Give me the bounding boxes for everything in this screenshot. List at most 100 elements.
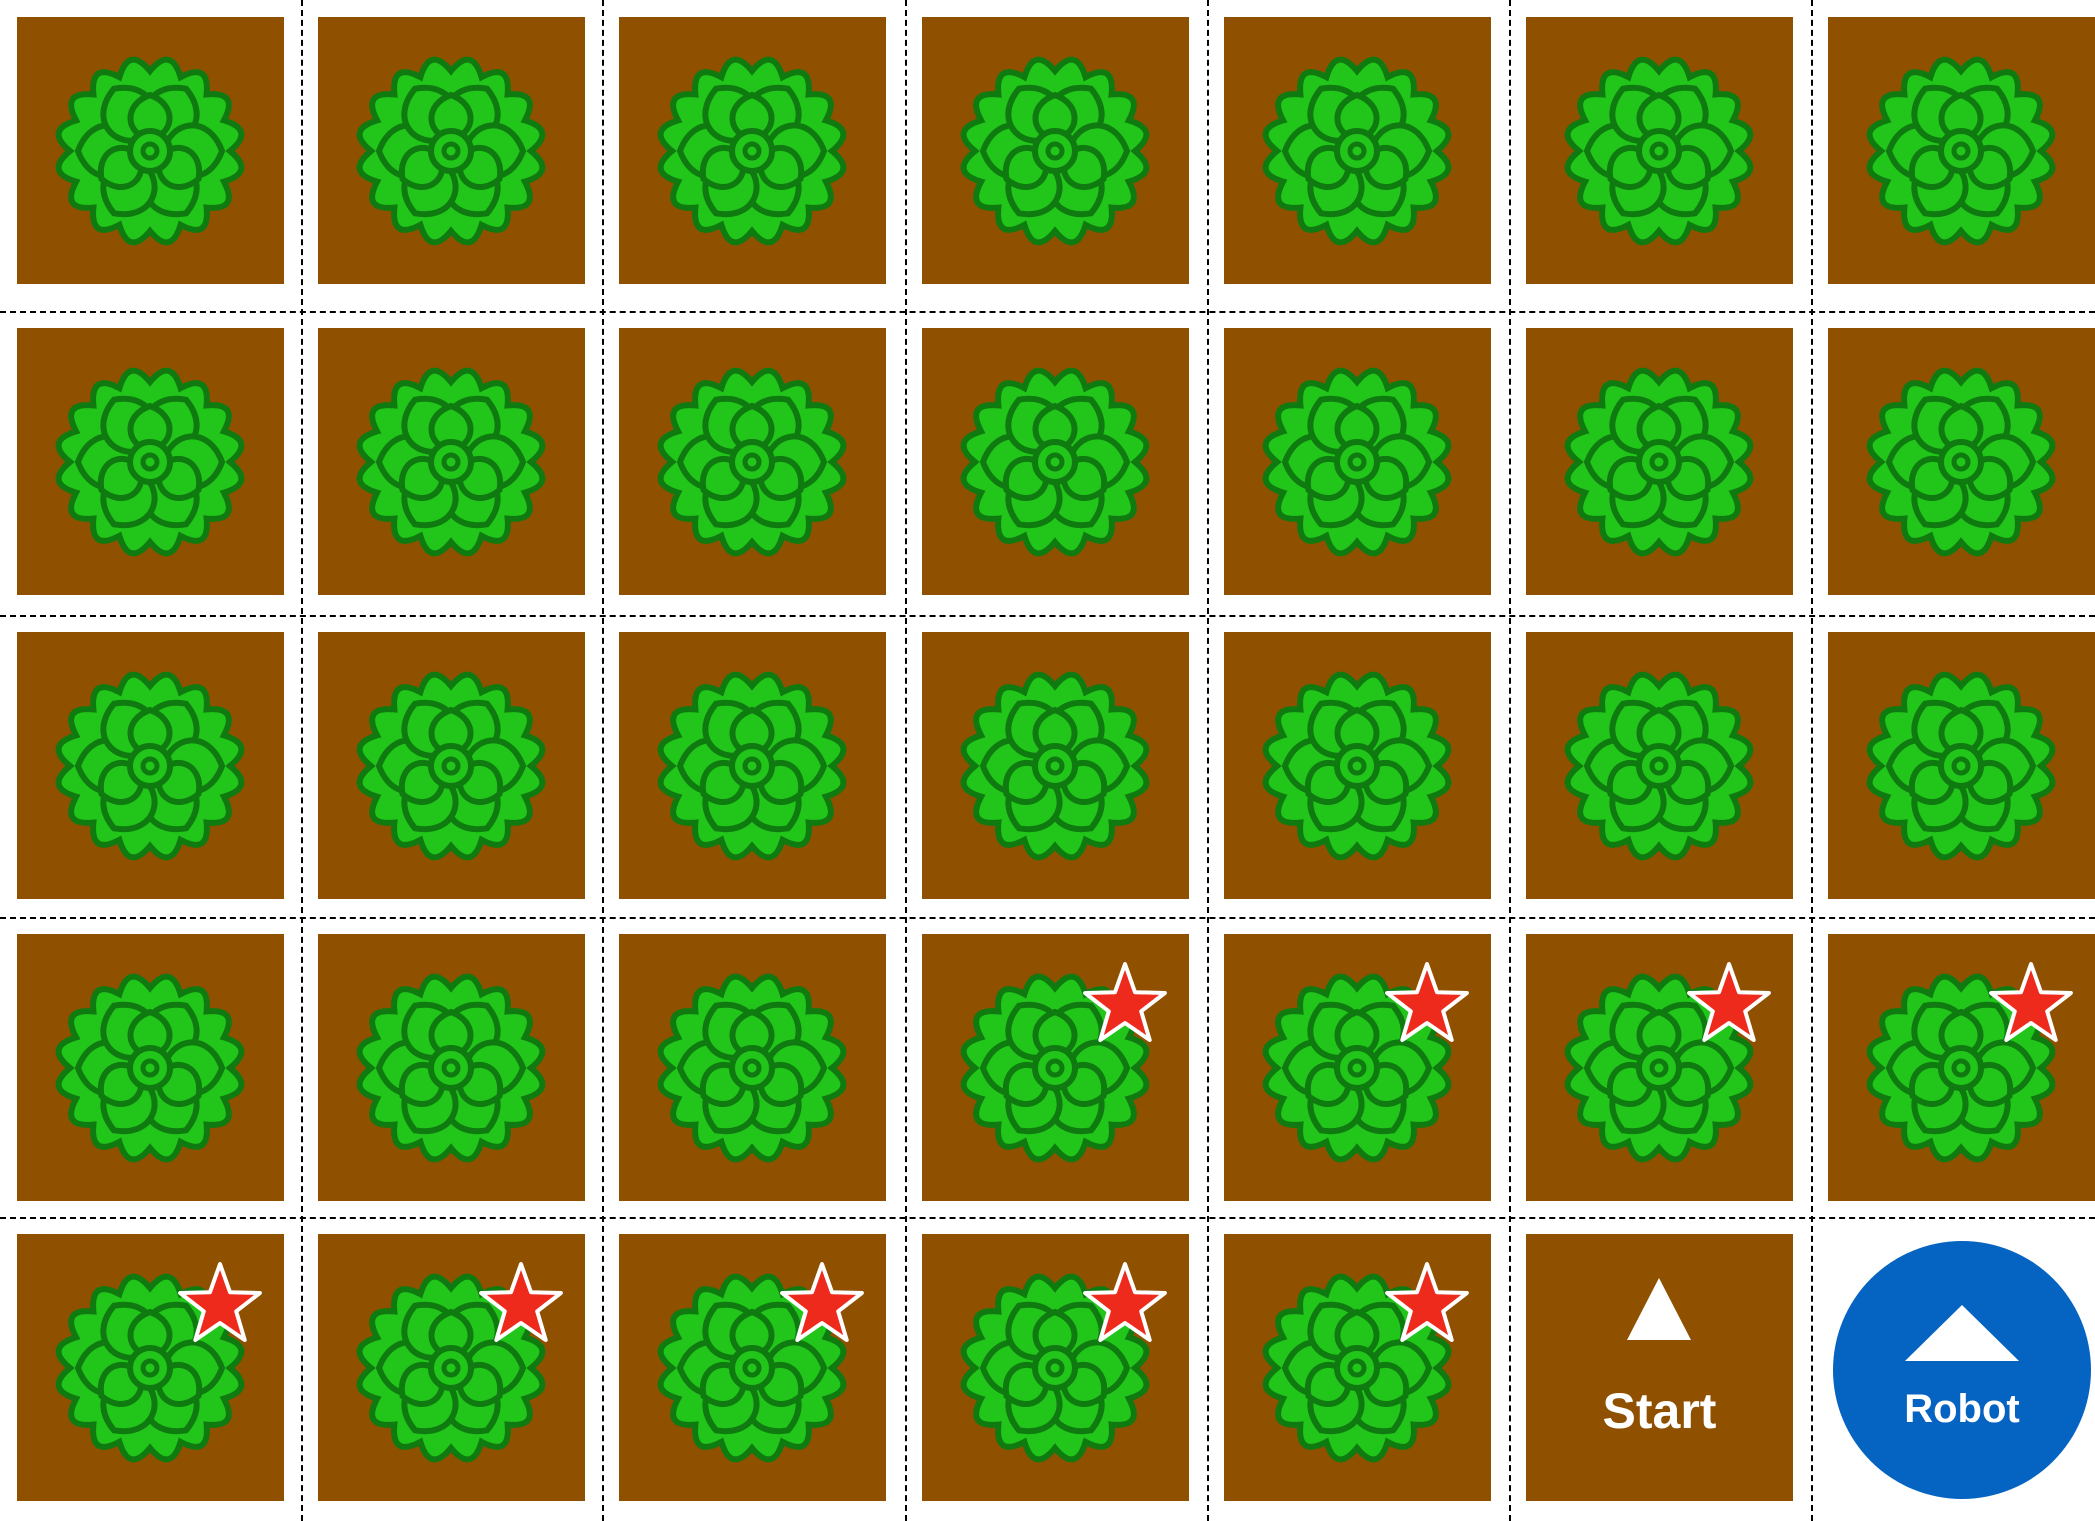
grid-cell [602,917,903,1219]
plant-tile-starred[interactable] [1828,934,2095,1201]
tile-graphic [318,1234,585,1501]
tile-graphic [922,328,1189,595]
tile-graphic [1526,632,1793,899]
plant-tile-starred[interactable] [922,934,1189,1201]
tile-graphic [1828,934,2095,1201]
grid-cell [1811,0,2095,302]
tile-graphic [1224,17,1491,284]
plant-tile[interactable] [1224,328,1491,595]
grid-cell [1207,917,1508,1219]
grid-cell [1509,311,1810,613]
plant-tile-starred[interactable] [1224,934,1491,1201]
plant-tile-starred[interactable] [1224,1234,1491,1501]
tile-graphic [1224,934,1491,1201]
grid-cell [301,311,602,613]
tile-graphic [318,934,585,1201]
tile-graphic [619,1234,886,1501]
plant-tile[interactable] [619,328,886,595]
plant-tile-starred[interactable] [17,1234,284,1501]
grid-cell [1811,311,2095,613]
plant-tile[interactable] [619,632,886,899]
start-label: Start [1526,1382,1793,1440]
grid-cell [1811,615,2095,917]
grid-cell [0,917,301,1219]
plant-tile[interactable] [922,632,1189,899]
tile-graphic [17,17,284,284]
robot-label: Robot [1833,1387,2091,1432]
plant-tile[interactable] [17,934,284,1201]
grid-cell [905,0,1206,302]
grid-cell [1207,1217,1508,1519]
grid-cell [602,615,903,917]
tile-graphic [1224,328,1491,595]
tile-graphic [619,934,886,1201]
tile-graphic [1224,632,1491,899]
plant-tile[interactable] [1224,632,1491,899]
plant-tile[interactable] [1828,328,2095,595]
plant-tile[interactable] [318,17,585,284]
plant-tile[interactable] [922,328,1189,595]
tile-graphic [318,632,585,899]
plant-tile-starred[interactable] [318,1234,585,1501]
tile-graphic [922,632,1189,899]
tile-graphic [1224,1234,1491,1501]
plant-tile[interactable] [17,17,284,284]
plant-tile[interactable] [1828,17,2095,284]
grid-cell [301,0,602,302]
plant-tile[interactable] [1526,328,1793,595]
grid-cell [1207,0,1508,302]
plant-tile[interactable] [17,632,284,899]
tile-graphic [17,934,284,1201]
grid-cell: Start [1509,1217,1810,1519]
plant-tile-starred[interactable] [619,1234,886,1501]
start-tile-graphic [1526,1234,1793,1501]
grid-cell [1207,615,1508,917]
grid-cell [0,311,301,613]
plant-tile[interactable] [922,17,1189,284]
grid-cell [1509,615,1810,917]
tile-graphic [1828,632,2095,899]
plant-tile[interactable] [619,17,886,284]
plant-tile-starred[interactable] [922,1234,1189,1501]
tile-graphic [619,632,886,899]
plant-tile[interactable] [1828,632,2095,899]
grid-cell [1207,311,1508,613]
tile-graphic [922,17,1189,284]
grid-cell [0,615,301,917]
tile-graphic [318,328,585,595]
tile-graphic [17,328,284,595]
tile-graphic [318,17,585,284]
up-arrow-icon [1905,1305,2019,1361]
tile-graphic [1526,17,1793,284]
grid-cell [1509,917,1810,1219]
grid-cell: Robot [1811,1217,2095,1519]
robot-token[interactable]: Robot [1833,1241,2091,1499]
plant-tile-starred[interactable] [1526,934,1793,1201]
plant-tile[interactable] [1526,17,1793,284]
grid-cell [0,0,301,302]
tile-graphic [1828,328,2095,595]
plant-tile[interactable] [318,632,585,899]
plant-tile[interactable] [17,328,284,595]
tile-graphic [1828,17,2095,284]
grid-cell [1509,0,1810,302]
grid-cell [301,917,602,1219]
plant-tile[interactable] [318,328,585,595]
grid-cell [602,311,903,613]
start-tile[interactable]: Start [1526,1234,1793,1501]
tile-graphic [619,17,886,284]
grid-cell [1811,917,2095,1219]
tile-graphic [619,328,886,595]
grid-cell [301,1217,602,1519]
grid-cell [0,1217,301,1519]
grid-cell [905,917,1206,1219]
plant-tile[interactable] [619,934,886,1201]
tile-graphic [1526,328,1793,595]
plant-tile[interactable] [1526,632,1793,899]
grid-cell [905,1217,1206,1519]
grid-cell [905,311,1206,613]
tile-graphic [17,632,284,899]
plant-tile[interactable] [1224,17,1491,284]
plant-tile[interactable] [318,934,585,1201]
tile-graphic [1526,934,1793,1201]
